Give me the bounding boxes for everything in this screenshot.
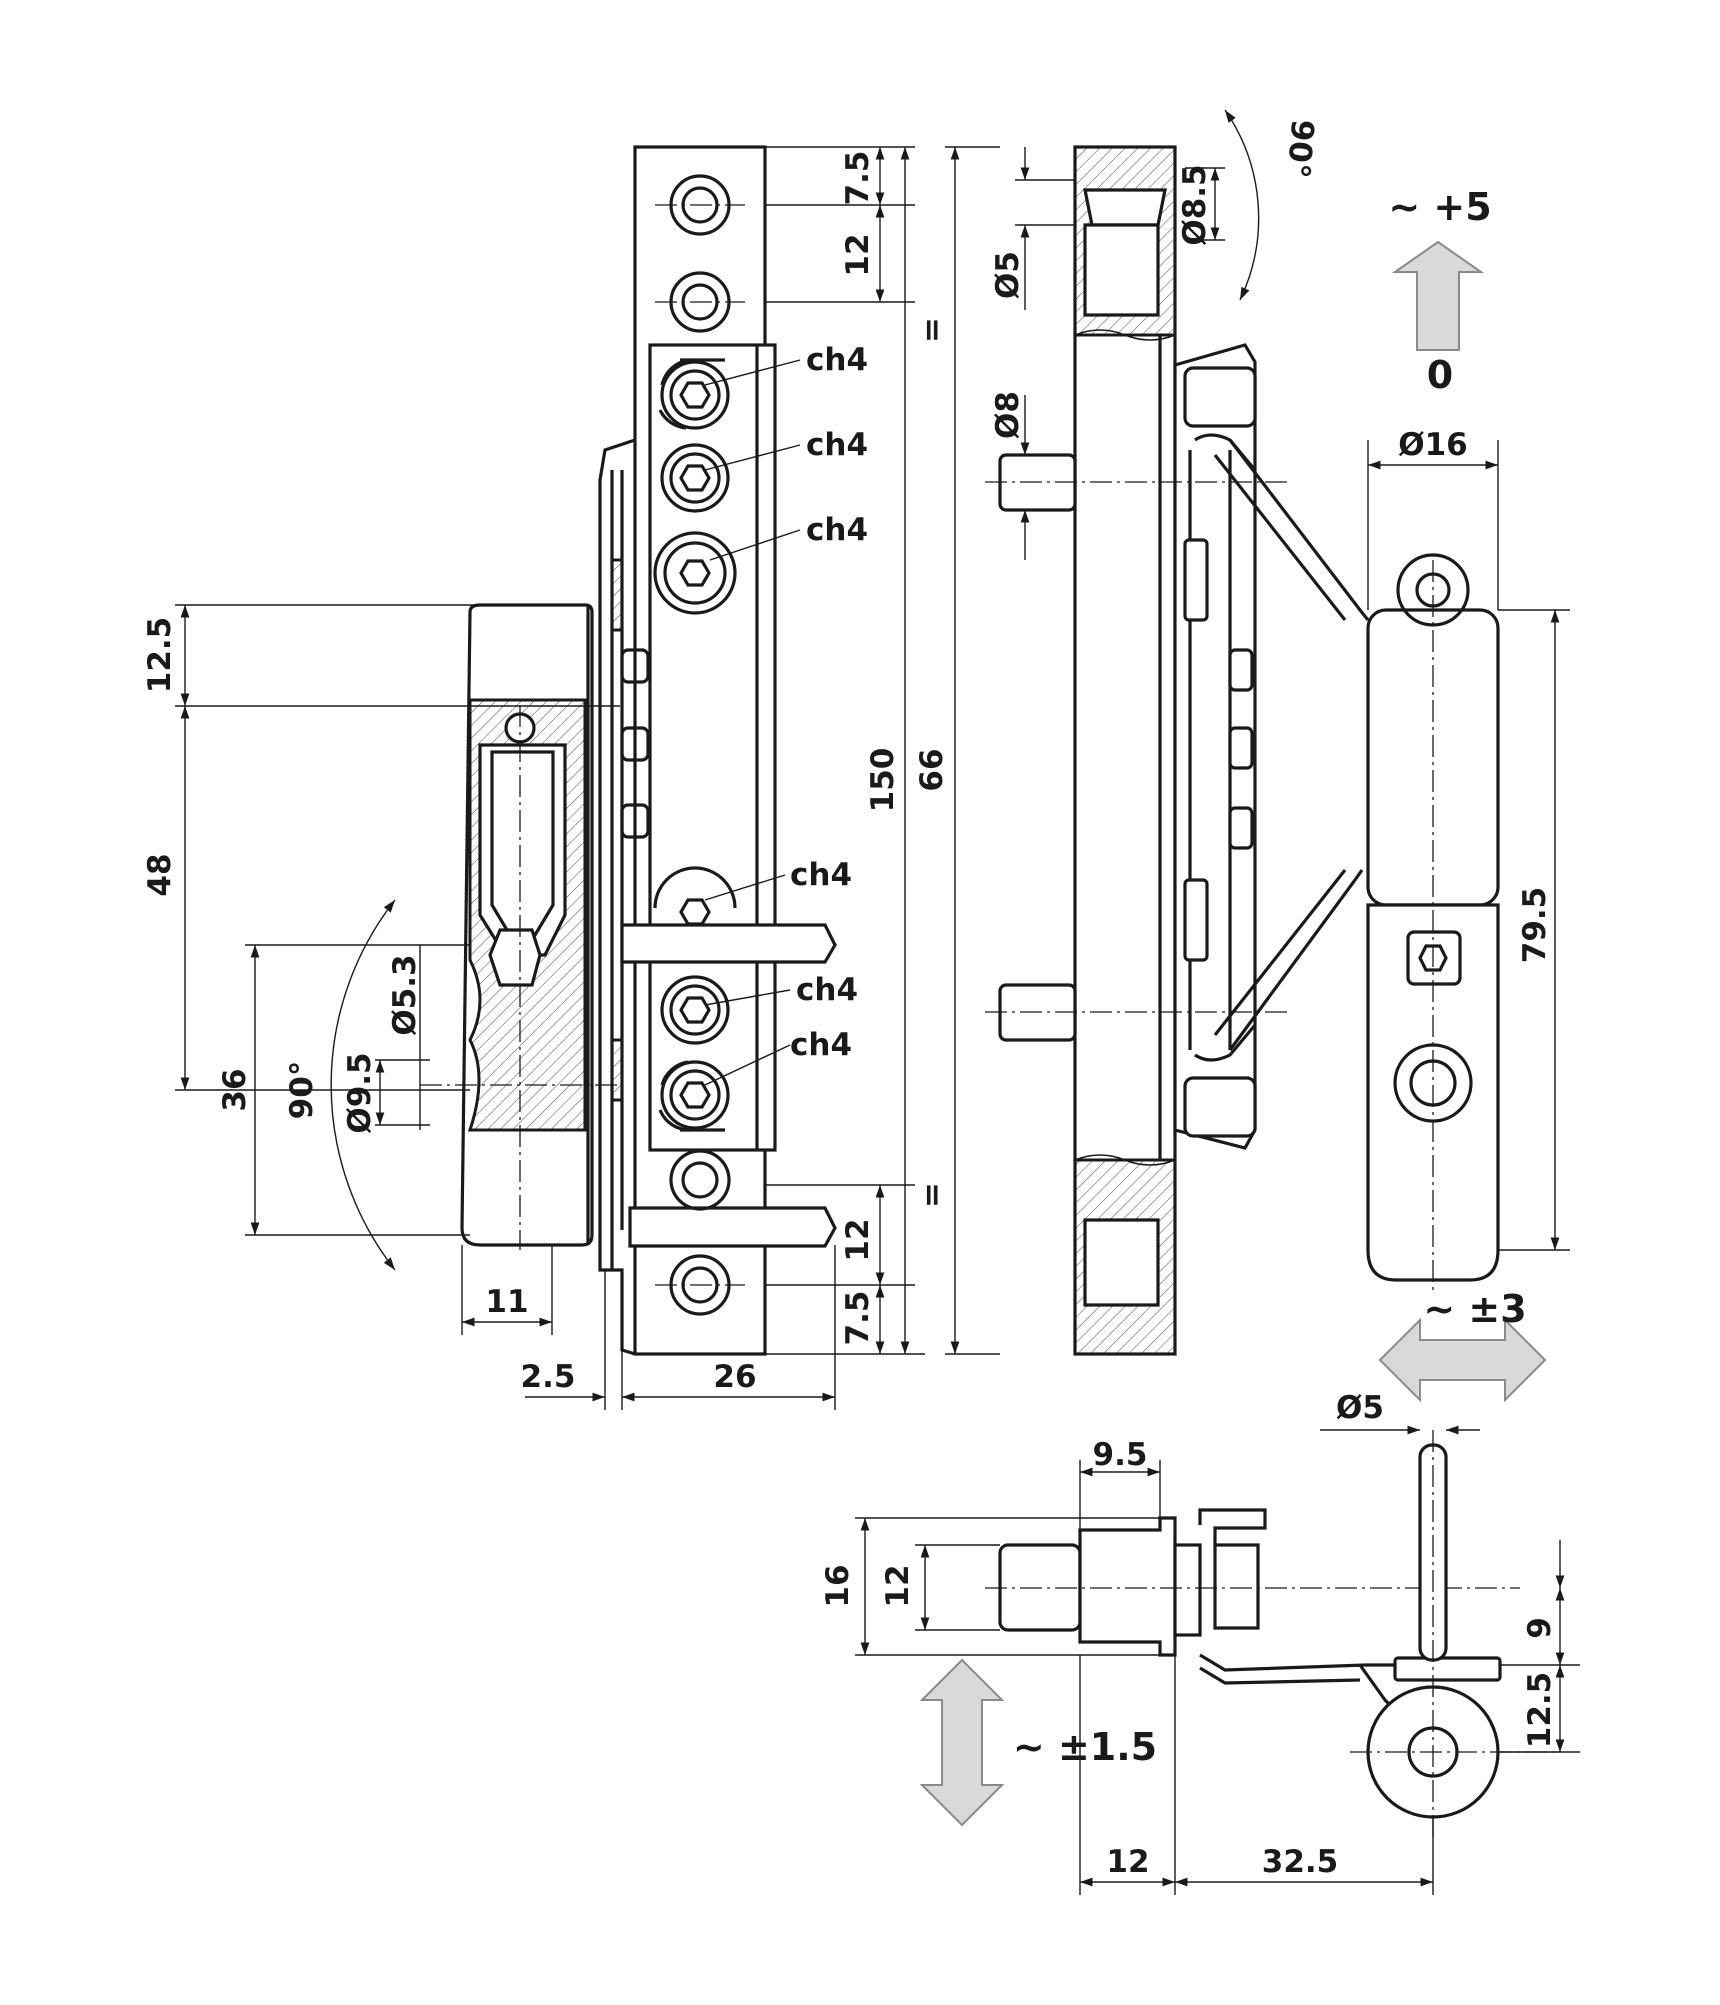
pin-upper: [620, 923, 837, 964]
dim-7-5-bottom: 7.5: [840, 1291, 876, 1346]
dia-16: Ø16: [1398, 427, 1468, 463]
dim-9-5: 9.5: [1093, 1437, 1148, 1473]
dim-150: 150: [865, 748, 901, 813]
dim-12-5-left: 12.5: [142, 617, 178, 694]
dim-11: 11: [485, 1284, 528, 1320]
adjust-depth: ~ ±1.5: [1013, 1725, 1157, 1769]
pin-lower: [628, 1206, 837, 1248]
ch4-callout-4: ch4: [790, 857, 852, 893]
angle-90-left: 90°: [284, 1061, 320, 1120]
dim-79-5: 79.5: [1517, 887, 1553, 964]
dim-66: 66: [914, 748, 950, 791]
horizontal-adjust-arrow-icon: [1378, 1317, 1547, 1403]
depth-adjust-arrow-icon: [919, 1658, 1005, 1827]
plan-view: 9.5 16 12 9 12.5 12 32.5 Ø5: [820, 1390, 1580, 1895]
dim-equal-top: =: [914, 317, 950, 343]
ch4-callout-1: ch4: [806, 342, 868, 378]
vertical-adjust-arrow-icon: [1391, 240, 1485, 351]
dim-12-bottom: 12: [840, 1218, 876, 1261]
dia-8-5: Ø8.5: [1177, 164, 1213, 245]
dim-26: 26: [713, 1359, 756, 1395]
hex-screws: [653, 360, 737, 1130]
dim-12-plan: 12: [880, 1564, 916, 1607]
rotate-arrow-icon: [660, 1060, 689, 1086]
dim-48: 48: [142, 853, 178, 896]
ch4-callout-3: ch4: [806, 512, 868, 548]
dia-5-pin: Ø5: [1336, 1390, 1384, 1426]
side-view: Ø8.5 Ø5 90° Ø8 Ø16 79.5: [985, 109, 1570, 1356]
adjust-horizontal: ~ ±3: [1423, 1287, 1526, 1331]
dim-12-5-plan: 12.5: [1522, 1672, 1558, 1749]
dia-8: Ø8: [990, 391, 1026, 439]
dim-16: 16: [820, 1564, 856, 1607]
dim-12-top: 12: [840, 233, 876, 276]
hinge-barrel-section: [420, 603, 620, 1250]
dim-9: 9: [1522, 1617, 1558, 1639]
dim-equal-bottom: =: [914, 1182, 950, 1208]
dim-7-5-top: 7.5: [840, 151, 876, 206]
angle-90-top: 90°: [1279, 118, 1320, 180]
ch4-callout-2: ch4: [806, 427, 868, 463]
mounting-holes-top: [655, 174, 745, 333]
dim-2-5: 2.5: [521, 1359, 576, 1395]
ch4-callout-6: ch4: [790, 1027, 852, 1063]
adjust-vertical-top: ~ +5: [1388, 185, 1491, 229]
front-view: 7.5 12 = 150 66 = 12 7.5 2.5 26 11 12.5 …: [142, 145, 1000, 1410]
dia-5-3: Ø5.3: [387, 954, 423, 1035]
dia-9-5: Ø9.5: [342, 1052, 378, 1133]
dim-36: 36: [217, 1068, 253, 1111]
adjust-vertical-zero: 0: [1427, 353, 1453, 397]
ch4-callout-5: ch4: [796, 972, 858, 1008]
dia-5-top: Ø5: [990, 251, 1026, 299]
mounting-holes-bottom: [655, 1149, 745, 1316]
dim-32-5: 32.5: [1262, 1844, 1339, 1880]
dim-12-base: 12: [1106, 1844, 1149, 1880]
